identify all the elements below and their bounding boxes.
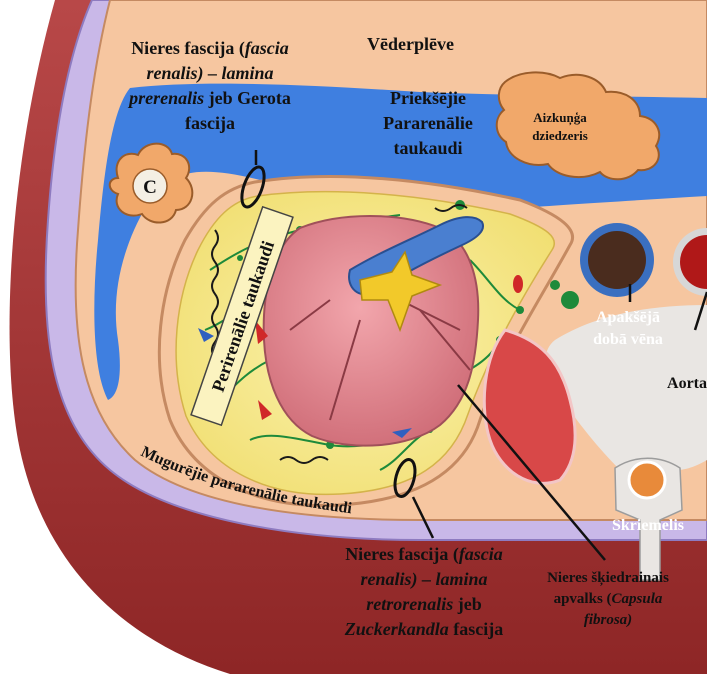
svg-text:fibrosa): fibrosa): [584, 612, 632, 628]
svg-text:renalis) – lamina: renalis) – lamina: [360, 569, 487, 590]
vertebra-label: Skriemelis: [612, 517, 684, 534]
svg-text:Pararenālie: Pararenālie: [383, 113, 473, 133]
aorta-label: Aorta: [667, 375, 707, 392]
peritoneum-label: Vēderplēve: [367, 34, 454, 54]
anterior-pararenal-label: Priekšējie Pararenālie taukaudi: [383, 88, 473, 158]
svg-text:Apakšējā: Apakšējā: [596, 309, 660, 326]
svg-text:Aizkuņģa: Aizkuņģa: [533, 110, 587, 126]
colon-label: C: [143, 177, 157, 198]
svg-text:apvalks (Capsula: apvalks (Capsula: [554, 591, 663, 607]
svg-text:dziedzeris: dziedzeris: [532, 128, 588, 143]
svg-text:fascija: fascija: [185, 113, 235, 133]
spinal-canal: [629, 462, 665, 498]
svg-text:Nieres fascija (fascia: Nieres fascija (fascia: [345, 544, 503, 565]
svg-text:Nieres fascija (fascia: Nieres fascija (fascia: [131, 38, 289, 59]
svg-text:taukaudi: taukaudi: [393, 138, 462, 158]
svg-text:Zuckerkandla fascija: Zuckerkandla fascija: [344, 619, 504, 639]
svg-text:retrorenalis jeb: retrorenalis jeb: [366, 594, 482, 614]
svg-text:Priekšējie: Priekšējie: [390, 88, 466, 108]
svg-text:prerenalis jeb Gerota: prerenalis jeb Gerota: [127, 88, 291, 108]
svg-text:dobā vēna: dobā vēna: [593, 331, 663, 348]
svg-text:Nieres šķiedrainais: Nieres šķiedrainais: [547, 570, 669, 586]
ivc-vessel: [580, 223, 654, 297]
svg-text:renalis) – lamina: renalis) – lamina: [146, 63, 273, 84]
